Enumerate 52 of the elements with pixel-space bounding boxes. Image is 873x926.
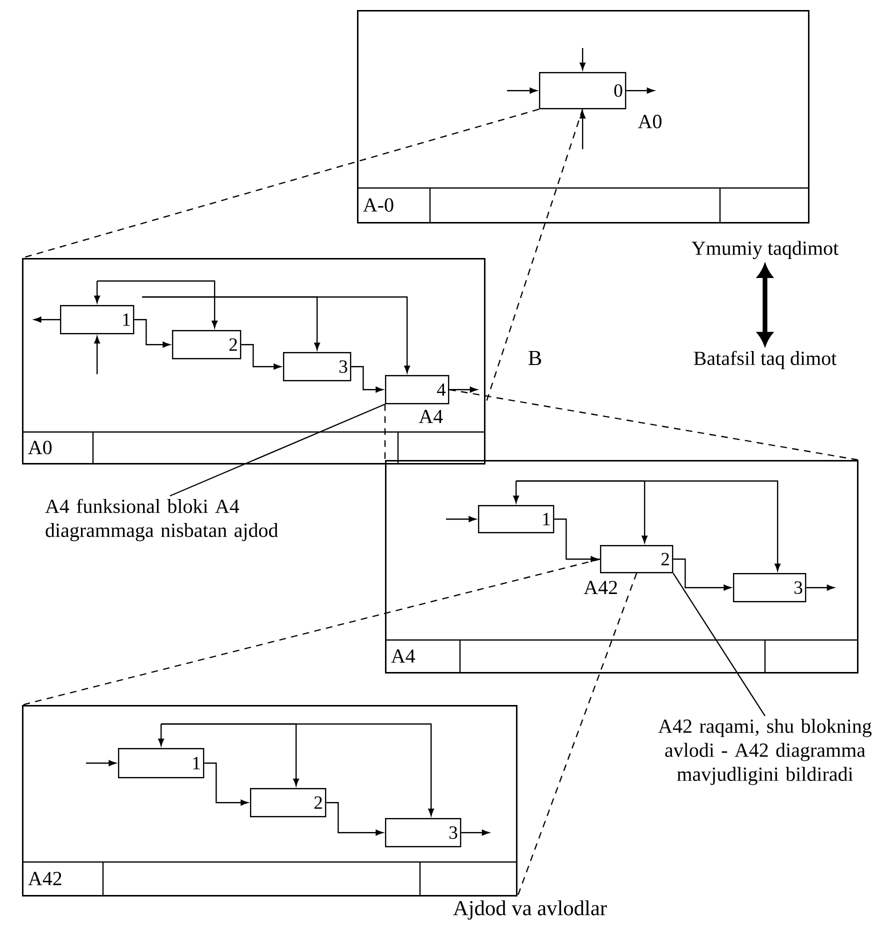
double-arrow <box>758 264 772 346</box>
arrow <box>516 480 781 572</box>
arrow <box>626 88 654 94</box>
block-label: A0 <box>638 114 662 128</box>
arrow <box>161 723 434 816</box>
arrow <box>554 518 598 562</box>
dashed-line <box>516 573 638 897</box>
function-block: 3 <box>283 352 352 382</box>
arrow <box>97 280 218 328</box>
leader-line <box>672 572 766 716</box>
text-label: Ajdod va avlodlar <box>453 900 607 920</box>
dashed-line <box>22 558 600 706</box>
arrow <box>86 760 116 766</box>
text-label: B <box>528 351 542 366</box>
leader-line <box>170 404 386 496</box>
arrow <box>461 830 490 836</box>
arrow <box>134 319 170 348</box>
arrow <box>204 762 248 806</box>
arrow <box>34 316 60 323</box>
arrow <box>158 724 164 746</box>
caption-text: Batafsil taq dimot <box>694 350 837 370</box>
dashed-line <box>449 389 859 461</box>
function-block: 2 <box>600 545 674 574</box>
arrow <box>513 481 520 504</box>
caption-text: A4 funksional bloki A4 diagrammaga nisbatan ajdod <box>45 498 278 542</box>
arrow <box>94 336 100 374</box>
function-block: 2 <box>250 788 326 818</box>
arrow <box>446 516 476 522</box>
function-block: 1 <box>60 305 134 334</box>
caption-text: Ymumiy taqdimot <box>692 240 838 260</box>
arrow <box>351 366 384 393</box>
function-block: 3 <box>385 818 462 848</box>
block-label: A42 <box>584 580 617 594</box>
dashed-line <box>384 404 386 460</box>
function-block: 2 <box>172 330 242 360</box>
caption-text: A42 raqami, shu blokning avlodi - A42 diagramma mavjudligini bildiradi <box>658 718 872 786</box>
block-label: A4 <box>418 410 443 423</box>
function-block: 3 <box>733 573 806 602</box>
arrow <box>673 558 732 591</box>
arrow <box>806 584 834 591</box>
arrow <box>580 48 586 70</box>
arrow <box>580 111 586 150</box>
arrow <box>449 386 478 393</box>
function-block: 1 <box>478 505 554 534</box>
arrow <box>326 802 384 836</box>
function-block: 0 <box>539 72 626 110</box>
arrow <box>142 296 410 374</box>
function-block: 4 <box>385 375 450 404</box>
arrow <box>507 88 537 94</box>
arrow <box>94 281 100 304</box>
arrow <box>241 344 282 370</box>
function-block: 1 <box>118 748 204 778</box>
